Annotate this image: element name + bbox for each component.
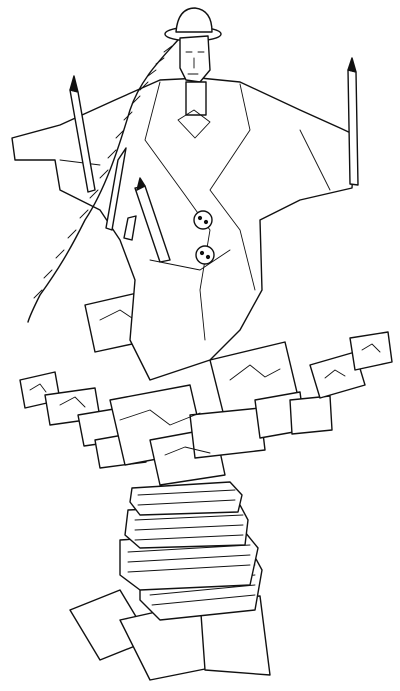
coat [11, 77, 356, 381]
braid [27, 39, 179, 323]
fountain-pen [123, 177, 171, 263]
buttons [193, 210, 215, 265]
stack-of-books [119, 481, 263, 621]
figure-with-hat [164, 7, 222, 139]
loose-paper-sheets [69, 589, 271, 681]
paintbrush [69, 57, 359, 231]
